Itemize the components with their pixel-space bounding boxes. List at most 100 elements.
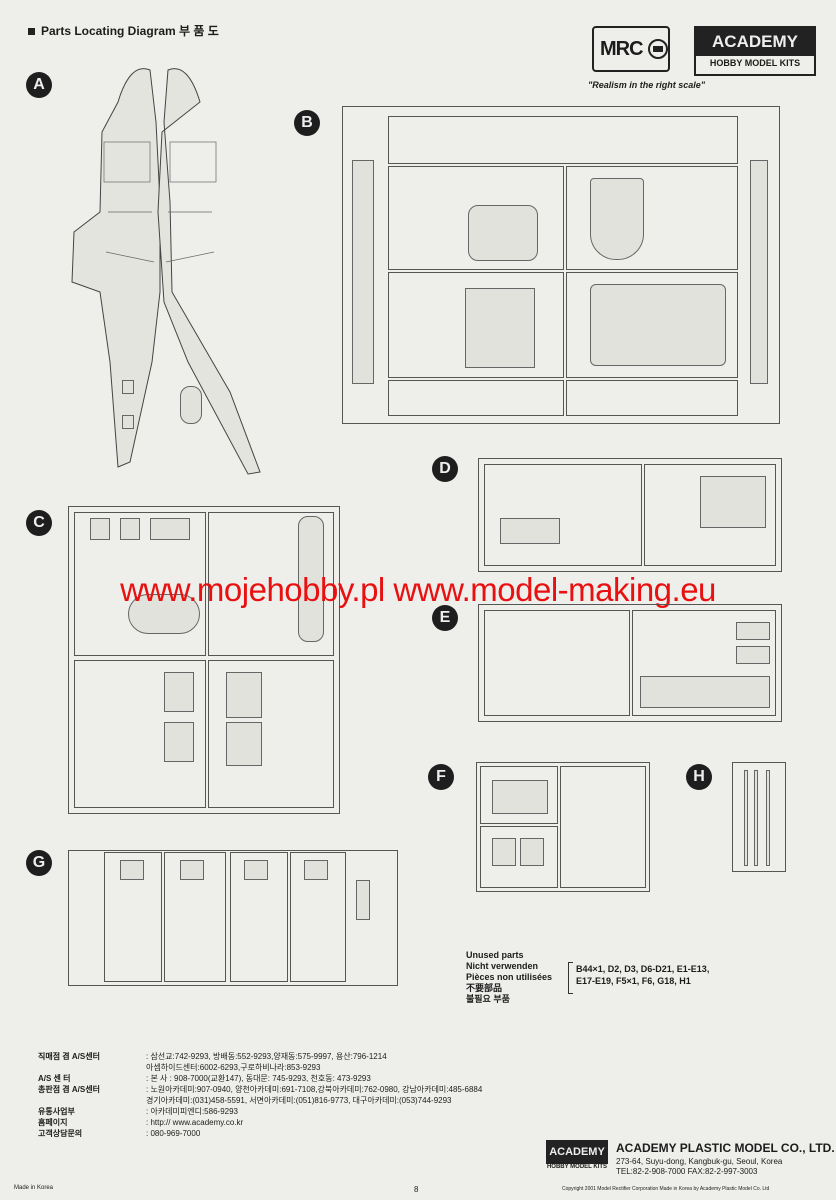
sprue-d-frame: [478, 458, 782, 572]
sprue-b-row: [388, 116, 738, 164]
part-a-ring: [180, 386, 202, 424]
part-c-small: [120, 518, 140, 540]
part-b-deck: [590, 284, 726, 366]
sprue-b-cell: [388, 380, 564, 416]
part-c-frame: [298, 516, 324, 642]
sprue-g-cell: [164, 852, 226, 982]
part-h-rod: [754, 770, 758, 866]
part-c-small: [90, 518, 110, 540]
part-a-small: [122, 415, 134, 429]
part-g-detail: [356, 880, 370, 920]
sprue-e-frame: [478, 604, 782, 722]
sprue-f-cell: [480, 766, 558, 824]
part-b-bulkhead: [465, 288, 535, 368]
section-badge-a: A: [26, 72, 52, 98]
sprue-c-cell: [74, 660, 206, 808]
contact-row: 유통사업부: 아카데미피엔디:586-9293: [38, 1107, 238, 1116]
sprue-c-cell: [208, 512, 334, 656]
part-a-small: [122, 380, 134, 394]
section-badge-c: C: [26, 510, 52, 536]
unused-parts-heading: Unused parts Nicht verwenden Pièces non …: [466, 950, 553, 1004]
part-d-grille: [500, 518, 560, 544]
sprue-c-frame: [68, 506, 340, 814]
section-badge-g: G: [26, 850, 52, 876]
part-b-strut: [352, 160, 374, 384]
sprue-b-cell: [388, 166, 564, 270]
sprue-e-cell: [632, 610, 776, 716]
sprue-g-cell: [290, 852, 346, 982]
company-name: ACADEMY PLASTIC MODEL CO., LTD.: [616, 1141, 835, 1155]
sprue-b-frame: [342, 106, 780, 424]
part-g-head: [304, 860, 328, 880]
part-c-small: [150, 518, 190, 540]
part-g-head: [244, 860, 268, 880]
contact-row: A/S 센 터: 본 사 : 908-7000(교환147), 동대문: 745…: [38, 1074, 371, 1083]
sprue-f-frame: [476, 762, 650, 892]
section-badge-f: F: [428, 764, 454, 790]
section-badge-e: E: [432, 605, 458, 631]
part-b-strut: [750, 160, 768, 384]
contact-row: 총판점 겸 A/S센터: 노원아카데미:907-0940, 양천아카데미:691…: [38, 1085, 483, 1094]
sprue-g-frame: [68, 850, 398, 986]
section-badge-d: D: [432, 456, 458, 482]
part-e-rack: [640, 676, 770, 708]
section-badge-h: H: [686, 764, 712, 790]
page-number: 8: [414, 1185, 419, 1194]
company-address: 273-64, Suyu-dong, Kangbuk-gu, Seoul, Ko…: [616, 1157, 783, 1176]
sprue-b-cell: [566, 380, 738, 416]
sprue-d-cell: [484, 464, 642, 566]
part-d-rack: [700, 476, 766, 528]
part-f-window: [492, 838, 516, 866]
bullet-square-icon: [28, 28, 35, 36]
academy-logo: [694, 26, 816, 76]
copyright: Copyright 2001 Model Rectifier Corporati…: [562, 1186, 770, 1192]
contact-row: 직매점 겸 A/S센터: 삼선교:742-9293, 방배동:552-9293,…: [38, 1052, 387, 1061]
footer-academy-logo: ACADEMY: [546, 1140, 608, 1164]
mrc-logo: [592, 26, 670, 72]
part-c-canopy: [128, 594, 200, 634]
sprue-b-cell: [566, 166, 738, 270]
part-h-rod: [744, 770, 748, 866]
sprue-g-cell: [230, 852, 288, 982]
part-e-small: [736, 646, 770, 664]
sprue-c-cell: [74, 512, 206, 656]
contact-row: 홈페이지: http:// www.academy.co.kr: [38, 1118, 244, 1127]
part-e-small: [736, 622, 770, 640]
part-c-panel: [164, 672, 194, 712]
part-h-rod: [766, 770, 770, 866]
made-in-label: Made in Korea: [14, 1185, 54, 1191]
page-title: Parts Locating Diagram 부 품 도: [28, 22, 219, 39]
sprue-d-cell: [644, 464, 776, 566]
footer-academy-subtitle: HOBBY MODEL KITS: [546, 1164, 608, 1170]
sprue-b-cell: [566, 272, 738, 378]
part-c-panel: [164, 722, 194, 762]
contact-row: 경기아카데미:(031)458-5591, 서면아카데미:(051)816-97…: [146, 1096, 452, 1105]
academy-logo-text: ACADEMY: [696, 28, 814, 56]
part-c-seat: [226, 672, 262, 718]
unused-brace: [568, 962, 573, 994]
mrc-emblem-icon: [648, 39, 668, 59]
sprue-f-cell: [560, 766, 646, 888]
slogan: "Realism in the right scale": [588, 80, 706, 90]
section-badge-b: B: [294, 110, 320, 136]
sprue-e-cell: [484, 610, 630, 716]
part-g-head: [120, 860, 144, 880]
contact-row: 아셈하이드센터:6002-6293,구로하비나라:853-9293: [146, 1063, 321, 1072]
sprue-a-diagram: [71, 68, 261, 475]
part-g-head: [180, 860, 204, 880]
sprue-g-cell: [104, 852, 162, 982]
part-b-panel: [468, 205, 538, 261]
sprue-b-cell: [388, 272, 564, 378]
part-f-window: [520, 838, 544, 866]
sprue-h-frame: [732, 762, 786, 872]
contact-row: 고객상담문의: 080-969-7000: [38, 1129, 201, 1138]
sprue-c-cell: [208, 660, 334, 808]
sprue-f-cell: [480, 826, 558, 888]
part-f-window: [492, 780, 548, 814]
part-c-seat: [226, 722, 262, 766]
part-b-floor: [590, 178, 644, 260]
unused-parts-list: B44×1, D2, D3, D6-D21, E1-E13, E17-E19, …: [576, 964, 710, 986]
watermark: www.mojehobby.pl www.model-making.eu: [120, 571, 716, 608]
mrc-logo-text: MRC: [600, 38, 644, 60]
